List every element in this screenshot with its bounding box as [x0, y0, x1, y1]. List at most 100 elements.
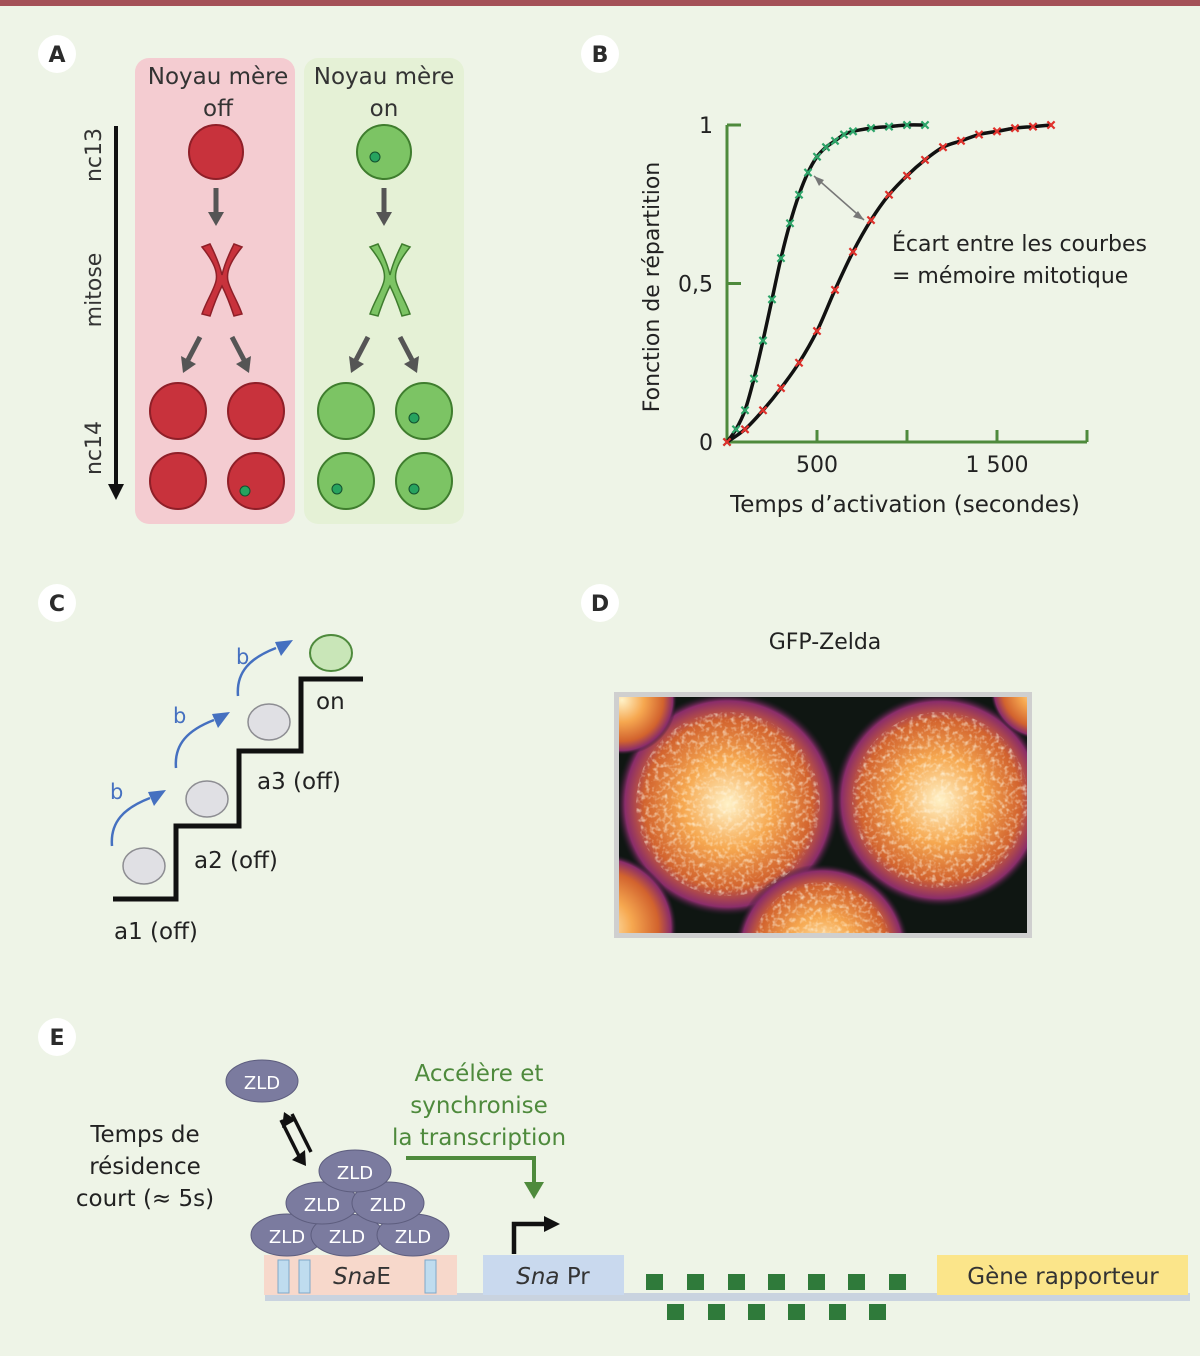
data-point-0: [884, 122, 894, 131]
residence-text-line3: court (≈ 5s): [76, 1186, 214, 1212]
data-point-1: [992, 126, 1002, 136]
off-title-line2: off: [203, 96, 234, 122]
effect-text-line1: Accélère et: [415, 1061, 544, 1087]
split-arrows-on: [349, 335, 419, 373]
state-a2-nucleus: [185, 780, 229, 818]
chart-annotation-line1: Écart entre les courbes: [892, 231, 1147, 257]
data-point-0: [902, 120, 912, 130]
on-title-line1: Noyau mère: [314, 64, 455, 90]
tss-arrow: [511, 1216, 560, 1254]
zld-label: ZLD: [304, 1195, 340, 1216]
effect-text-line3: la transcription: [392, 1125, 566, 1151]
data-point-1: [884, 190, 894, 200]
data-point-1: [740, 424, 750, 434]
data-point-1: [866, 215, 876, 225]
chromosome-off: [200, 243, 244, 317]
data-point-1: [758, 405, 768, 415]
data-point-0: [758, 336, 768, 345]
chart-series: [722, 120, 1056, 447]
data-point-0: [821, 142, 831, 152]
svg-text:B: B: [592, 43, 609, 68]
data-point-1: [1046, 120, 1056, 130]
data-point-1: [848, 247, 858, 257]
top-bar: [0, 0, 1200, 6]
staircase: [113, 676, 363, 902]
transcription-dot: [408, 412, 420, 424]
y-tick-label: 1: [699, 114, 713, 139]
transcription-dot: [239, 485, 251, 497]
effect-text-line2: synchronise: [410, 1093, 548, 1119]
y-tick-label: 0: [699, 431, 713, 456]
data-point-0: [848, 126, 858, 136]
nucleus-texture: [636, 712, 1027, 933]
reporter-gene-box: Gène rapporteur: [937, 1255, 1188, 1295]
annotation-arrowhead: [814, 176, 824, 186]
annotation-arrowhead: [853, 211, 864, 220]
zld-label: ZLD: [337, 1163, 373, 1184]
free-zld: ZLD: [225, 1059, 299, 1103]
data-point-0: [920, 120, 930, 130]
daughter-nucleus-off: [227, 382, 285, 440]
data-point-1: [920, 155, 930, 165]
panel-a: A Noyau mère off Noyau mère on nc13 mito…: [38, 35, 464, 524]
timeline-mitose: mitose: [82, 253, 107, 328]
data-point-0: [830, 136, 840, 146]
chromosome-on: [368, 243, 412, 317]
ms2-loops: [646, 1274, 906, 1320]
micrograph-title: GFP-Zelda: [769, 630, 882, 655]
transition-arrowheads: [148, 640, 293, 806]
enhancer-box: SnaE: [264, 1255, 457, 1295]
zld-label: ZLD: [370, 1195, 406, 1216]
rate-label-b: b: [110, 780, 123, 804]
y-axis-label: Fonction de répartition: [640, 162, 665, 412]
data-point-1: [974, 130, 984, 139]
on-title-line2: on: [370, 96, 399, 122]
transcription-dot: [331, 483, 343, 495]
data-point-1: [1028, 122, 1038, 131]
step-label-a1: a1 (off): [114, 919, 198, 945]
data-point-0: [767, 294, 777, 304]
panel-c-badge: C: [38, 584, 76, 622]
zld-label: ZLD: [329, 1227, 365, 1248]
daughter-nucleus-off: [149, 452, 207, 510]
transition-arrows: [110, 646, 277, 847]
zld-label: ZLD: [269, 1227, 305, 1248]
data-point-1: [902, 171, 912, 181]
state-on-nucleus: [309, 634, 353, 672]
activation-arrow: [406, 1156, 544, 1199]
step-label-a2: a2 (off): [194, 848, 278, 874]
mother-nucleus-on: [356, 124, 412, 180]
data-point-0: [839, 130, 849, 139]
daughter-nucleus-on: [395, 382, 453, 440]
chart-annotation-line2: = mémoire mitotique: [892, 264, 1128, 289]
residence-text-line2: résidence: [89, 1154, 201, 1180]
panel-d-badge: D: [581, 584, 619, 622]
rate-label-b: b: [173, 704, 186, 728]
data-point-0: [803, 168, 813, 177]
svg-text:C: C: [49, 592, 65, 617]
data-point-1: [956, 136, 966, 146]
transcription-dot: [408, 483, 420, 495]
mother-nucleus-off: [188, 124, 244, 180]
data-point-0: [785, 218, 795, 228]
equilibrium-arrows: [279, 1112, 313, 1166]
data-point-1: [812, 326, 822, 336]
split-arrows-off: [181, 335, 251, 373]
data-point-0: [749, 374, 759, 383]
x-tick-label: 500: [796, 453, 838, 478]
panel-d: D GFP-Zelda: [581, 584, 1032, 938]
data-point-1: [794, 358, 804, 368]
rate-label-b: b: [236, 645, 249, 669]
down-arrow-on: [376, 188, 392, 226]
off-title-line1: Noyau mère: [148, 64, 289, 90]
x-tick-label: 1 500: [966, 453, 1029, 478]
dna-strand: [265, 1293, 1190, 1301]
state-a1-nucleus: [122, 847, 166, 885]
svg-text:D: D: [591, 592, 609, 617]
data-point-0: [866, 123, 876, 133]
panel-a-badge: A: [38, 35, 76, 73]
panel-b-badge: B: [581, 35, 619, 73]
